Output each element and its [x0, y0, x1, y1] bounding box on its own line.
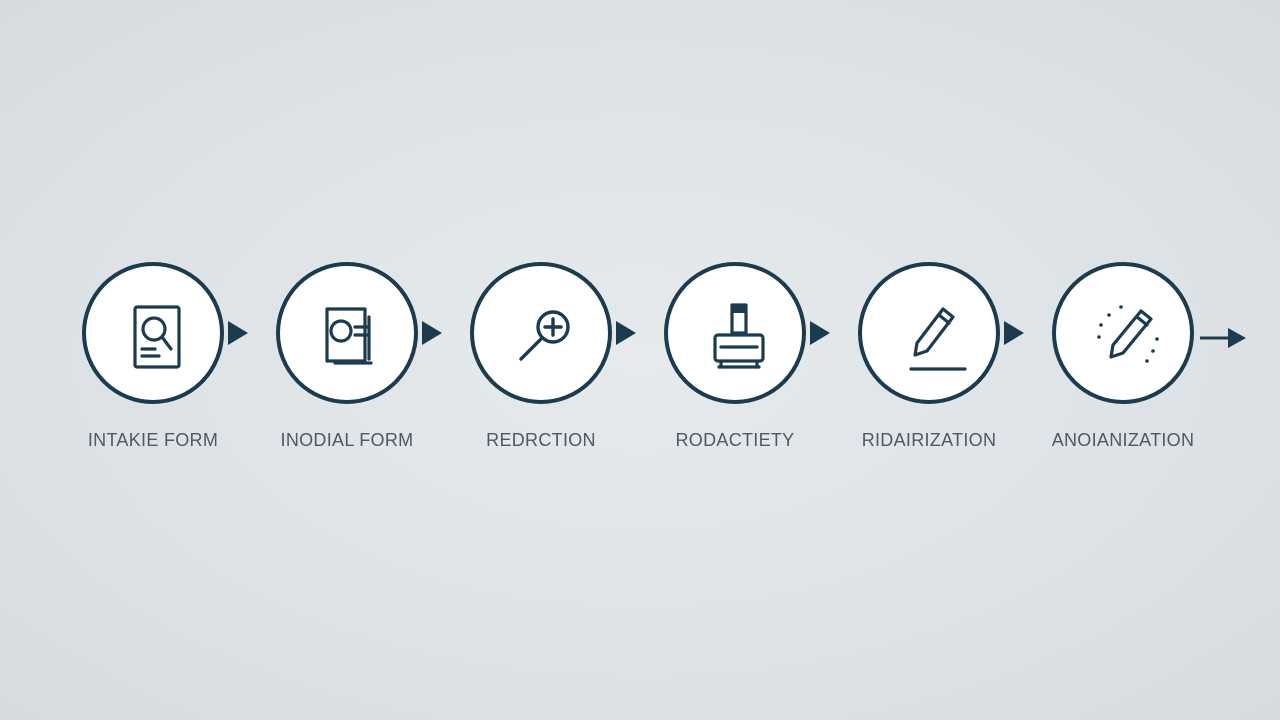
- step-label: REDRCTION: [486, 430, 596, 450]
- step-redaction-2: RIDAIRIZATION: [858, 262, 1038, 472]
- step-circle: [470, 262, 612, 404]
- arrow-right-icon: [1200, 328, 1246, 348]
- step-label: RODACTIETY: [675, 430, 795, 450]
- step-label: INTAKIE FORM: [87, 430, 219, 450]
- step-redaction: REDRCTION: [470, 262, 650, 472]
- step-anonymization: ANOIANIZATION: [1052, 262, 1232, 472]
- step-redact: RODACTIETY: [664, 262, 844, 472]
- step-circle: [1052, 262, 1194, 404]
- flow-arrow: [228, 321, 248, 345]
- flow-arrow: [422, 321, 442, 345]
- step-label: INODIAL FORM: [280, 430, 414, 450]
- zoom-in-icon: [519, 310, 570, 361]
- pencil-signature-icon: [909, 307, 967, 371]
- sparkle-pencil-icon: [1097, 305, 1159, 363]
- step-label: ANOIANIZATION: [1051, 430, 1195, 450]
- step-initial-form: INODIAL FORM: [276, 262, 456, 472]
- step-intake-form: INTAKIE FORM: [82, 262, 262, 472]
- step-circle: [664, 262, 806, 404]
- id-card-icon: [325, 307, 373, 365]
- step-label: RIDAIRIZATION: [861, 430, 997, 450]
- step-circle: [858, 262, 1000, 404]
- flow-arrow: [616, 321, 636, 345]
- flow-arrow: [1004, 321, 1024, 345]
- document-search-icon: [133, 305, 181, 369]
- stamp-icon: [713, 303, 765, 369]
- flow-arrow: [810, 321, 830, 345]
- step-circle: [82, 262, 224, 404]
- step-circle: [276, 262, 418, 404]
